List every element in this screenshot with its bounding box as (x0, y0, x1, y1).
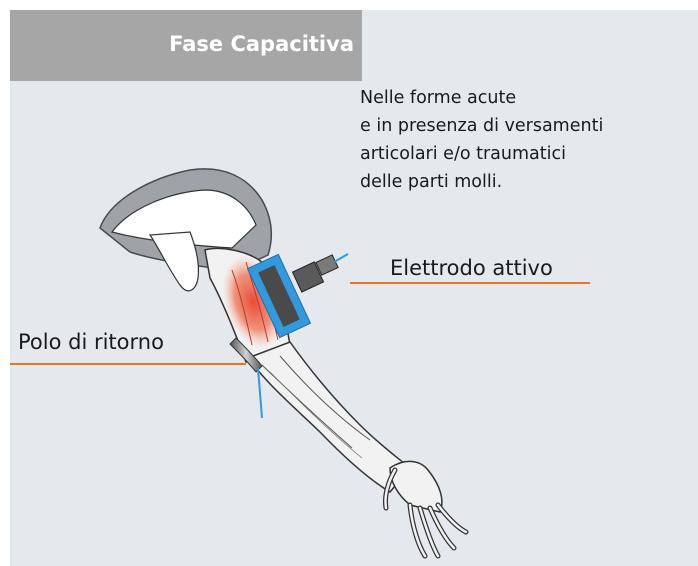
forearm (248, 342, 410, 492)
active-electrode-leader-line (350, 282, 590, 284)
return-pole-leader-line (10, 363, 246, 365)
return-pole-label: Polo di ritorno (18, 330, 164, 354)
active-electrode-label: Elettrodo attivo (390, 256, 553, 280)
hand (385, 461, 466, 556)
